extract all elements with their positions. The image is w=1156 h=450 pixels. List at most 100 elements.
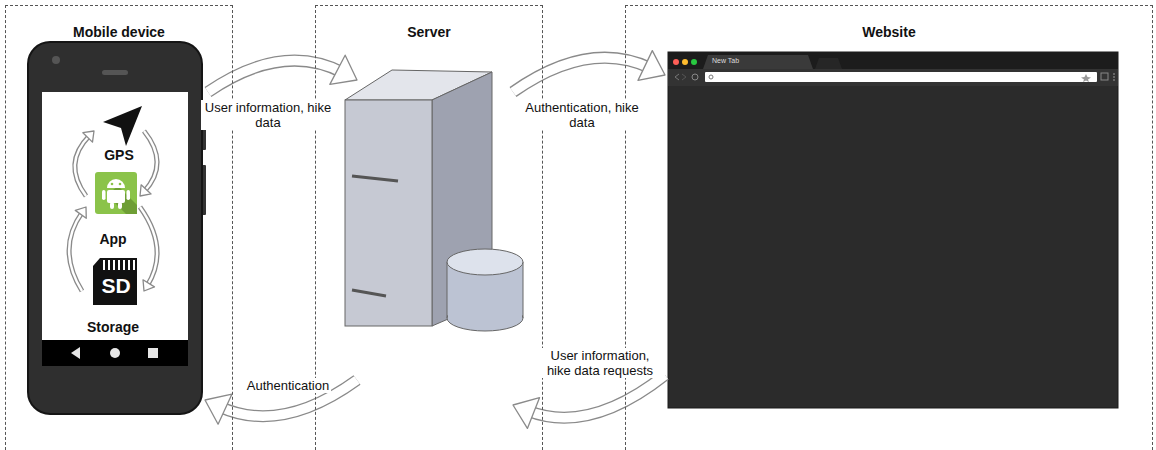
arrow-outline [513, 58, 651, 92]
arrow-fill [208, 61, 343, 92]
server-illustration [345, 70, 523, 331]
browser-window-part [1101, 73, 1108, 80]
arrow-outline [75, 135, 90, 196]
phone-illustration-part [42, 92, 188, 340]
arrow-head [143, 280, 154, 291]
browser-window-part [1113, 76, 1115, 78]
icon-label: GPS [104, 129, 134, 163]
arrow-head [75, 207, 86, 218]
sd-card-icon [93, 258, 137, 305]
region-heading: Mobile device [6, 6, 232, 40]
curved-arrow [208, 55, 357, 92]
region-heading: Server [316, 6, 542, 40]
server-illustration-part [352, 290, 386, 296]
curved-arrow [513, 375, 665, 428]
browser-window-part [682, 74, 686, 80]
server-illustration-part [352, 176, 398, 181]
browser-window-part [1113, 73, 1115, 75]
curved-arrow [513, 51, 665, 92]
android-app-icon-part [107, 186, 137, 214]
arrow-outline [144, 131, 157, 191]
arrow-head [513, 398, 540, 429]
gps-node: GPS [94, 101, 144, 163]
curved-arrow [140, 131, 157, 196]
sd-card-icon-part [118, 260, 120, 270]
arrow-label: Authentication, hike data [520, 100, 644, 130]
sd-card-icon-part [108, 260, 110, 270]
gps-icon [103, 106, 142, 146]
sd-card-icon-part [123, 260, 125, 270]
android-app-icon-part [110, 202, 114, 209]
phone-illustration [28, 42, 206, 414]
browser-window-part [703, 55, 813, 69]
browser-window-part [705, 72, 1097, 82]
android-app-icon-part [118, 202, 122, 209]
browser-window-part [668, 52, 1118, 86]
browser-window-part [668, 69, 1118, 86]
phone-illustration-part [71, 347, 80, 359]
phone-illustration-part [42, 340, 188, 366]
arrow-outline [527, 375, 665, 418]
region-heading: Website [626, 6, 1152, 40]
arrow-fill [513, 58, 651, 92]
arrow-fill [140, 207, 157, 286]
server-illustration-part [345, 100, 432, 326]
sd-card-icon-part [133, 260, 135, 270]
browser-window-part [691, 59, 697, 65]
arrow-fill [144, 131, 157, 191]
device-region: Mobile deviceGPS AppStorage [5, 5, 233, 450]
sd-card-text: SD [101, 274, 130, 298]
website-region: Website [625, 5, 1153, 450]
browser-window-part [682, 59, 688, 65]
phone-illustration-part [102, 70, 128, 75]
curved-arrow [69, 207, 86, 291]
gps-icon-part [103, 106, 142, 146]
android-app-icon [95, 172, 137, 214]
icon-label: Storage [87, 301, 139, 335]
sd-card-icon-part [113, 260, 115, 270]
app-node: App [86, 169, 140, 247]
browser-tab-title: New Tab [712, 56, 739, 66]
sd-card-icon-part [128, 260, 130, 270]
android-app-icon-part [111, 183, 114, 186]
sd-card-icon-part [93, 258, 137, 305]
browser-window-part [673, 59, 679, 65]
curved-arrow [140, 207, 157, 291]
phone-illustration-part [148, 348, 158, 358]
arrow-head [83, 131, 94, 142]
server-illustration-part [523, 262, 524, 318]
browser-window-part [815, 58, 842, 69]
browser-window-part [675, 74, 679, 80]
browser-window [668, 52, 1118, 408]
android-app-icon-part [102, 190, 106, 200]
server-illustration-part [447, 262, 448, 318]
browser-window-part [692, 74, 698, 80]
arrow-outline [69, 212, 82, 291]
arrow-head [330, 55, 357, 84]
arrow-label: Authentication [245, 378, 331, 393]
arrow-outline [208, 61, 343, 92]
arrow-head [638, 51, 665, 81]
browser-window-part [668, 52, 1118, 408]
arrow-head [205, 394, 232, 424]
icon-label: App [99, 213, 126, 247]
android-app-icon-part [95, 172, 137, 214]
server-illustration-part [447, 249, 523, 275]
curved-arrow [75, 131, 94, 196]
arrow-head [140, 185, 151, 196]
arrow-label: User information, hike data [201, 100, 335, 130]
browser-window-part [709, 75, 713, 79]
arrow-fill [527, 375, 665, 418]
phone-illustration-part [110, 348, 120, 358]
sd-card-icon-part [103, 260, 105, 270]
arrow-fill [69, 212, 82, 291]
browser-window-part [1113, 79, 1115, 81]
android-app-icon-part [127, 190, 131, 200]
browser-window-part [1081, 74, 1091, 82]
android-app-icon-part [119, 183, 122, 186]
arrow-outline [140, 207, 157, 286]
phone-illustration-part [28, 42, 202, 414]
arrow-label: User information, hike data requests [535, 348, 665, 378]
